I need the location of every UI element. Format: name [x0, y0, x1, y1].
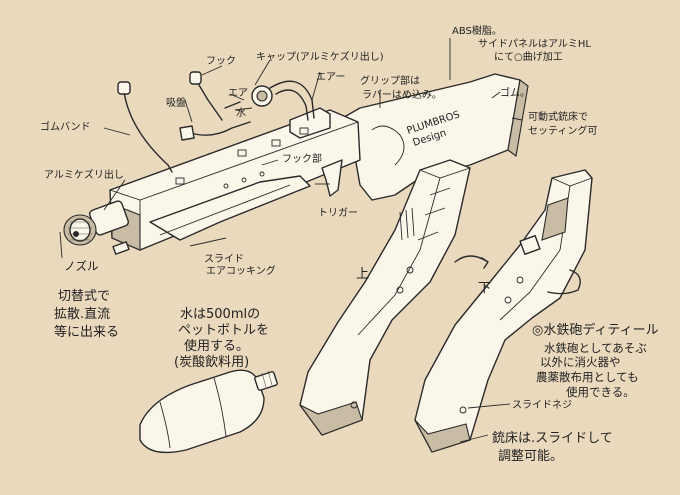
- label-stock-1: 可動式銃床で: [528, 110, 588, 123]
- leader-lines: [59, 38, 523, 443]
- rotate-arrow-icon: [454, 255, 489, 269]
- label-water-note-4: (炭酸飲料用): [174, 354, 249, 370]
- label-water-note-3: 使用する。: [184, 338, 249, 354]
- label-cap: キャップ(アルミケズリ出し): [256, 50, 384, 63]
- pet-bottle-drawing: [139, 369, 278, 454]
- label-abs: ABS樹脂。: [452, 24, 502, 37]
- label-air-2: エアー: [316, 72, 345, 83]
- label-rubber: ゴム。: [500, 86, 530, 99]
- label-trigger: トリガー: [318, 207, 358, 219]
- label-title-note-2: 以外に消火器や: [540, 355, 621, 369]
- label-side-panel-2: にて○曲げ加工: [494, 51, 563, 63]
- label-title-note-4: 使用できる。: [566, 385, 635, 399]
- main-gun-drawing: [63, 71, 529, 255]
- label-stock-note-2: 調整可能。: [498, 449, 563, 464]
- upper-view-gun-drawing: [299, 159, 471, 436]
- label-rubber-band: ゴムバンド: [40, 120, 91, 133]
- label-nozzle: ノズル: [64, 259, 99, 273]
- label-title-note-1: 水鉄砲としてあそぶ: [544, 341, 647, 355]
- label-hook-top: フック: [206, 55, 236, 67]
- label-water: 水: [236, 107, 246, 119]
- label-air-1: エア: [228, 88, 248, 99]
- label-water-note-2: ペットボトルを: [178, 323, 269, 338]
- label-nozzle-note-3: 等に出来る: [54, 324, 119, 340]
- lower-view-gun-drawing: [414, 169, 593, 453]
- label-side-panel-1: サイドパネルはアルミHL: [478, 38, 591, 50]
- label-up: 上: [356, 267, 369, 282]
- label-nozzle-note-2: 拡散.直流: [54, 307, 110, 322]
- label-slide-screw: スライドネジ: [512, 399, 572, 411]
- label-down: 下: [478, 281, 491, 296]
- label-aluminum-nozzle: アルミケズリ出し: [44, 168, 124, 181]
- label-water-note-1: 水は500mlの: [180, 307, 260, 322]
- label-slide-1: スライド: [204, 253, 244, 265]
- label-knob: 吸盤: [166, 96, 186, 109]
- label-grip-2: ラバーはめ込み。: [362, 89, 442, 101]
- label-stock-2: セッティング可: [528, 124, 597, 137]
- label-title: ◎水鉄砲ディティール: [532, 322, 659, 338]
- label-nozzle-note-1: 切替式で: [58, 289, 110, 304]
- label-grip-1: グリップ部は: [360, 74, 420, 87]
- label-hook-side: フック部: [282, 152, 322, 165]
- label-stock-note-1: 銃床は.スライドして: [492, 431, 613, 446]
- label-title-note-3: 農薬散布用としても: [536, 370, 639, 384]
- label-slide-2: エアコッキング: [206, 264, 276, 277]
